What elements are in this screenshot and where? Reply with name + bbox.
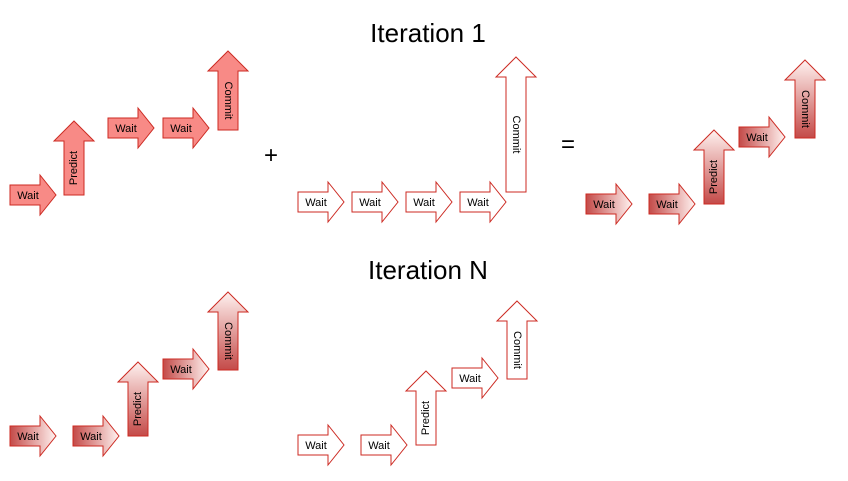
inb-wait-arrow-4-shape bbox=[451, 356, 499, 400]
i1b-wait-arrow-1-shape bbox=[297, 180, 345, 224]
inb-wait-arrow-1-shape bbox=[297, 423, 345, 467]
iteration-n-title: Iteration N bbox=[368, 255, 488, 285]
i1b-wait-arrow-3: Wait bbox=[405, 180, 453, 224]
i1c-wait-arrow-1-label: Wait bbox=[593, 199, 615, 211]
equals-operator: = bbox=[561, 131, 575, 158]
i1c-predict-arrow-3-shape bbox=[692, 129, 736, 205]
i1c-commit-arrow-5-label: Commit bbox=[799, 90, 811, 128]
ina-wait-arrow-4-label: Wait bbox=[170, 364, 192, 376]
inb-wait-arrow-1: Wait bbox=[297, 423, 345, 467]
i1c-wait-arrow-4: Wait bbox=[738, 115, 786, 159]
i1a-commit-arrow-5: Commit bbox=[206, 50, 250, 131]
i1a-wait-arrow-4: Wait bbox=[162, 106, 210, 150]
i1c-wait-arrow-2-label: Wait bbox=[656, 199, 678, 211]
i1c-wait-arrow-1: Wait bbox=[585, 182, 633, 226]
i1a-commit-arrow-5-shape bbox=[206, 50, 250, 131]
inb-commit-arrow-5-label: Commit bbox=[511, 331, 523, 369]
i1a-wait-arrow-4-shape bbox=[162, 106, 210, 150]
ina-wait-arrow-2: Wait bbox=[72, 414, 120, 458]
iteration-1-title: Iteration 1 bbox=[370, 18, 486, 48]
i1c-predict-arrow-3: Predict bbox=[692, 129, 736, 205]
inb-commit-arrow-5-shape bbox=[495, 300, 539, 380]
i1c-predict-arrow-3-label: Predict bbox=[708, 160, 720, 194]
plus-operator: + bbox=[264, 142, 278, 169]
ina-wait-arrow-4: Wait bbox=[162, 347, 210, 391]
i1a-predict-arrow-2: Predict bbox=[52, 120, 96, 196]
i1a-wait-arrow-4-label: Wait bbox=[170, 123, 192, 135]
ina-predict-arrow-3-shape bbox=[116, 361, 160, 437]
i1c-wait-arrow-4-shape bbox=[738, 115, 786, 159]
i1c-commit-arrow-5: Commit bbox=[783, 59, 827, 139]
inb-commit-arrow-5: Commit bbox=[495, 300, 539, 380]
i1a-predict-arrow-2-shape bbox=[52, 120, 96, 196]
i1b-wait-arrow-1: Wait bbox=[297, 180, 345, 224]
i1c-commit-arrow-5-shape bbox=[783, 59, 827, 139]
inb-predict-arrow-3-label: Predict bbox=[420, 401, 432, 435]
ina-predict-arrow-3: Predict bbox=[116, 361, 160, 437]
ina-commit-arrow-5-label: Commit bbox=[222, 322, 234, 360]
i1c-wait-arrow-2: Wait bbox=[648, 182, 696, 226]
inb-wait-arrow-4-label: Wait bbox=[459, 373, 481, 385]
i1b-wait-arrow-2-label: Wait bbox=[359, 197, 381, 209]
i1a-wait-arrow-3-label: Wait bbox=[115, 123, 137, 135]
i1a-commit-arrow-5-label: Commit bbox=[222, 82, 234, 120]
ina-predict-arrow-3-label: Predict bbox=[132, 392, 144, 426]
ina-wait-arrow-2-label: Wait bbox=[80, 431, 102, 443]
inb-wait-arrow-4: Wait bbox=[451, 356, 499, 400]
inb-wait-arrow-2-shape bbox=[360, 423, 408, 467]
i1b-wait-arrow-4-shape bbox=[459, 180, 507, 224]
i1c-wait-arrow-4-label: Wait bbox=[746, 132, 768, 144]
inb-predict-arrow-3: Predict bbox=[404, 370, 448, 446]
i1b-wait-arrow-1-label: Wait bbox=[305, 197, 327, 209]
inb-wait-arrow-1-label: Wait bbox=[305, 440, 327, 452]
i1a-predict-arrow-2-label: Predict bbox=[68, 151, 80, 185]
i1b-commit-arrow-5-shape bbox=[494, 56, 538, 193]
ina-wait-arrow-1-label: Wait bbox=[17, 431, 39, 443]
i1b-wait-arrow-3-shape bbox=[405, 180, 453, 224]
i1a-wait-arrow-1-shape bbox=[9, 173, 57, 217]
ina-wait-arrow-2-shape bbox=[72, 414, 120, 458]
i1c-wait-arrow-1-shape bbox=[585, 182, 633, 226]
i1a-wait-arrow-1: Wait bbox=[9, 173, 57, 217]
i1a-wait-arrow-3-shape bbox=[107, 106, 155, 150]
inb-predict-arrow-3-shape bbox=[404, 370, 448, 446]
i1c-wait-arrow-2-shape bbox=[648, 182, 696, 226]
inb-wait-arrow-2-label: Wait bbox=[368, 440, 390, 452]
i1b-wait-arrow-2: Wait bbox=[351, 180, 399, 224]
i1b-wait-arrow-4: Wait bbox=[459, 180, 507, 224]
i1b-commit-arrow-5: Commit bbox=[494, 56, 538, 193]
i1b-wait-arrow-3-label: Wait bbox=[413, 197, 435, 209]
i1b-commit-arrow-5-label: Commit bbox=[510, 116, 522, 154]
ina-commit-arrow-5-shape bbox=[206, 291, 250, 371]
ina-commit-arrow-5: Commit bbox=[206, 291, 250, 371]
i1b-wait-arrow-4-label: Wait bbox=[467, 197, 489, 209]
ina-wait-arrow-4-shape bbox=[162, 347, 210, 391]
i1a-wait-arrow-1-label: Wait bbox=[17, 190, 39, 202]
i1b-wait-arrow-2-shape bbox=[351, 180, 399, 224]
ina-wait-arrow-1: Wait bbox=[9, 414, 57, 458]
i1a-wait-arrow-3: Wait bbox=[107, 106, 155, 150]
inb-wait-arrow-2: Wait bbox=[360, 423, 408, 467]
ina-wait-arrow-1-shape bbox=[9, 414, 57, 458]
